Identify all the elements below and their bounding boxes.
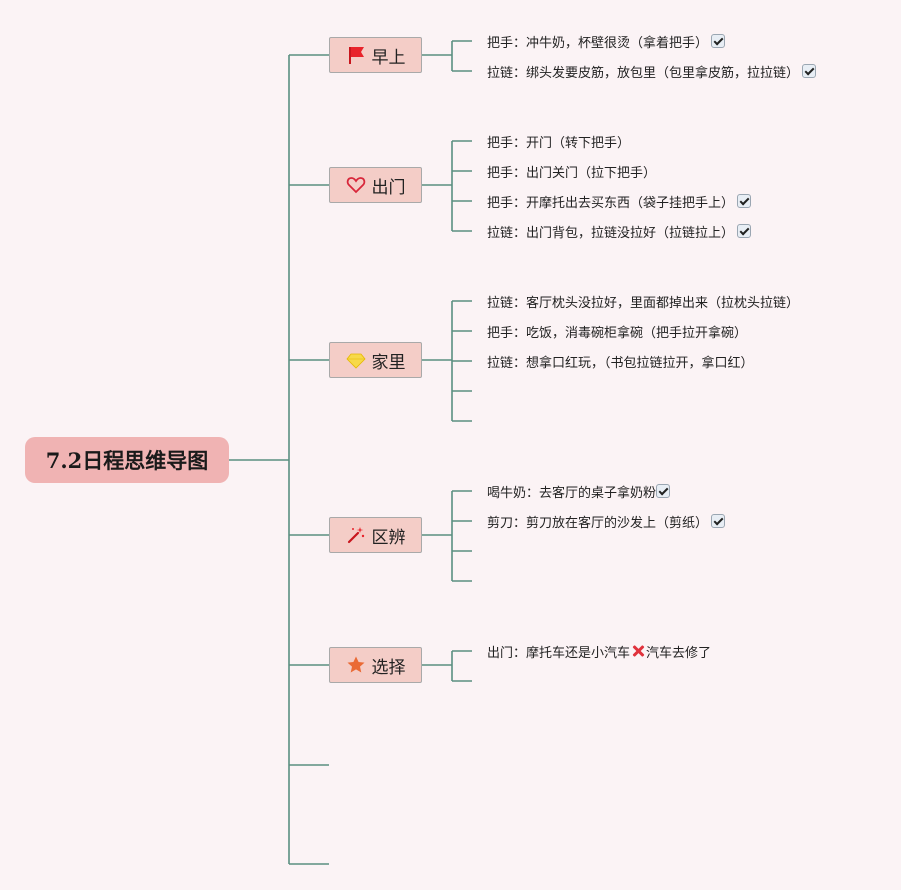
- leaf-item[interactable]: 把手：冲牛奶，杯壁很烫（拿着把手）: [487, 31, 726, 51]
- branch-label: 区辨: [371, 527, 406, 548]
- check-box-icon: [711, 34, 726, 48]
- leaf-text: 剪刀：剪刀放在客厅的沙发上（剪纸）: [487, 515, 709, 531]
- leaf-text: 把手：开门（转下把手）: [487, 135, 631, 151]
- leaf-text: 出门：摩托车还是小汽车: [487, 645, 631, 661]
- leaf-text: 把手：冲牛奶，杯壁很烫（拿着把手）: [487, 35, 709, 51]
- branch-node-home[interactable]: 家里: [329, 342, 422, 378]
- cross-mark-icon: [631, 644, 645, 658]
- branch-label: 早上: [371, 47, 406, 68]
- leaf-item[interactable]: 拉链：出门背包，拉链没拉好（拉链拉上）: [487, 221, 752, 241]
- branch-label: 选择: [371, 657, 406, 678]
- branch-label: 家里: [371, 352, 406, 373]
- leaf-item[interactable]: 出门：摩托车还是小汽车汽车去修了: [487, 641, 711, 661]
- leaf-item[interactable]: 拉链：客厅枕头没拉好，里面都掉出来（拉枕头拉链）: [487, 291, 799, 311]
- leaf-text: 把手：开摩托出去买东西（袋子挂把手上）: [487, 195, 735, 211]
- check-box-icon: [711, 514, 726, 528]
- check-box-icon: [656, 484, 671, 498]
- leaf-text: 拉链：出门背包，拉链没拉好（拉链拉上）: [487, 225, 735, 241]
- branch-node-morning[interactable]: 早上: [329, 37, 422, 73]
- leaf-text-suffix: 汽车去修了: [646, 645, 712, 661]
- branch-node-distinguish[interactable]: 区辨: [329, 517, 422, 553]
- check-box-icon: [802, 64, 817, 78]
- branch-label: 出门: [371, 177, 406, 198]
- leaf-item[interactable]: 把手：吃饭，消毒碗柜拿碗（把手拉开拿碗）: [487, 321, 747, 341]
- leaf-item[interactable]: 拉链：绑头发要皮筋，放包里（包里拿皮筋，拉拉链）: [487, 61, 817, 81]
- heart-outline-icon: [346, 175, 366, 195]
- branch-node-going-out[interactable]: 出门: [329, 167, 422, 203]
- red-flag-icon: [346, 45, 366, 65]
- root-number: 7.2: [45, 447, 83, 473]
- root-title: 日程思维导图: [82, 449, 209, 473]
- leaf-item[interactable]: 把手：开门（转下把手）: [487, 131, 630, 151]
- leaf-item[interactable]: 把手：开摩托出去买东西（袋子挂把手上）: [487, 191, 752, 211]
- check-box-icon: [737, 224, 752, 238]
- leaf-text: 拉链：绑头发要皮筋，放包里（包里拿皮筋，拉拉链）: [487, 65, 800, 81]
- leaf-text: 拉链：客厅枕头没拉好，里面都掉出来（拉枕头拉链）: [487, 295, 800, 311]
- leaf-item[interactable]: 把手：出门关门（拉下把手）: [487, 161, 656, 181]
- magic-wand-icon: [346, 525, 366, 545]
- leaf-text: 喝牛奶：去客厅的桌子拿奶粉: [487, 485, 657, 501]
- leaf-text: 拉链：想拿口红玩，（书包拉链拉开，拿口红）: [487, 355, 754, 371]
- leaf-item[interactable]: 喝牛奶：去客厅的桌子拿奶粉: [487, 481, 671, 501]
- yellow-gem-icon: [345, 350, 366, 370]
- leaf-text: 把手：吃饭，消毒碗柜拿碗（把手拉开拿碗）: [487, 325, 748, 341]
- leaf-text: 把手：出门关门（拉下把手）: [487, 165, 657, 181]
- orange-star-icon: [346, 655, 366, 675]
- branch-node-choice[interactable]: 选择: [329, 647, 422, 683]
- leaf-item[interactable]: 拉链：想拿口红玩，（书包拉链拉开，拿口红）: [487, 351, 754, 371]
- check-box-icon: [737, 194, 752, 208]
- leaf-item[interactable]: 剪刀：剪刀放在客厅的沙发上（剪纸）: [487, 511, 726, 531]
